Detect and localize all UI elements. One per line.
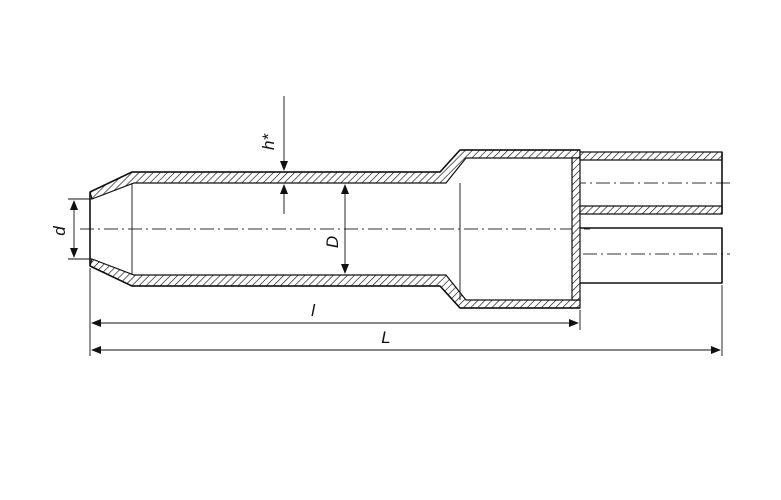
L-label: L bbox=[381, 328, 390, 347]
d-label: d bbox=[50, 226, 69, 236]
lower-branch-outline bbox=[580, 227, 723, 284]
outer-contour-top bbox=[89, 149, 580, 193]
outer-contour-bottom bbox=[89, 265, 580, 309]
main-tube-lower-wall bbox=[89, 258, 581, 309]
upper-branch-bottom-wall bbox=[579, 205, 723, 215]
junction-wall bbox=[571, 157, 581, 301]
D-label: D bbox=[323, 236, 342, 248]
h-label: h* bbox=[259, 133, 278, 150]
upper-branch-top-wall bbox=[579, 151, 723, 161]
l-label: l bbox=[311, 301, 316, 320]
main-tube-upper-wall bbox=[89, 149, 581, 200]
